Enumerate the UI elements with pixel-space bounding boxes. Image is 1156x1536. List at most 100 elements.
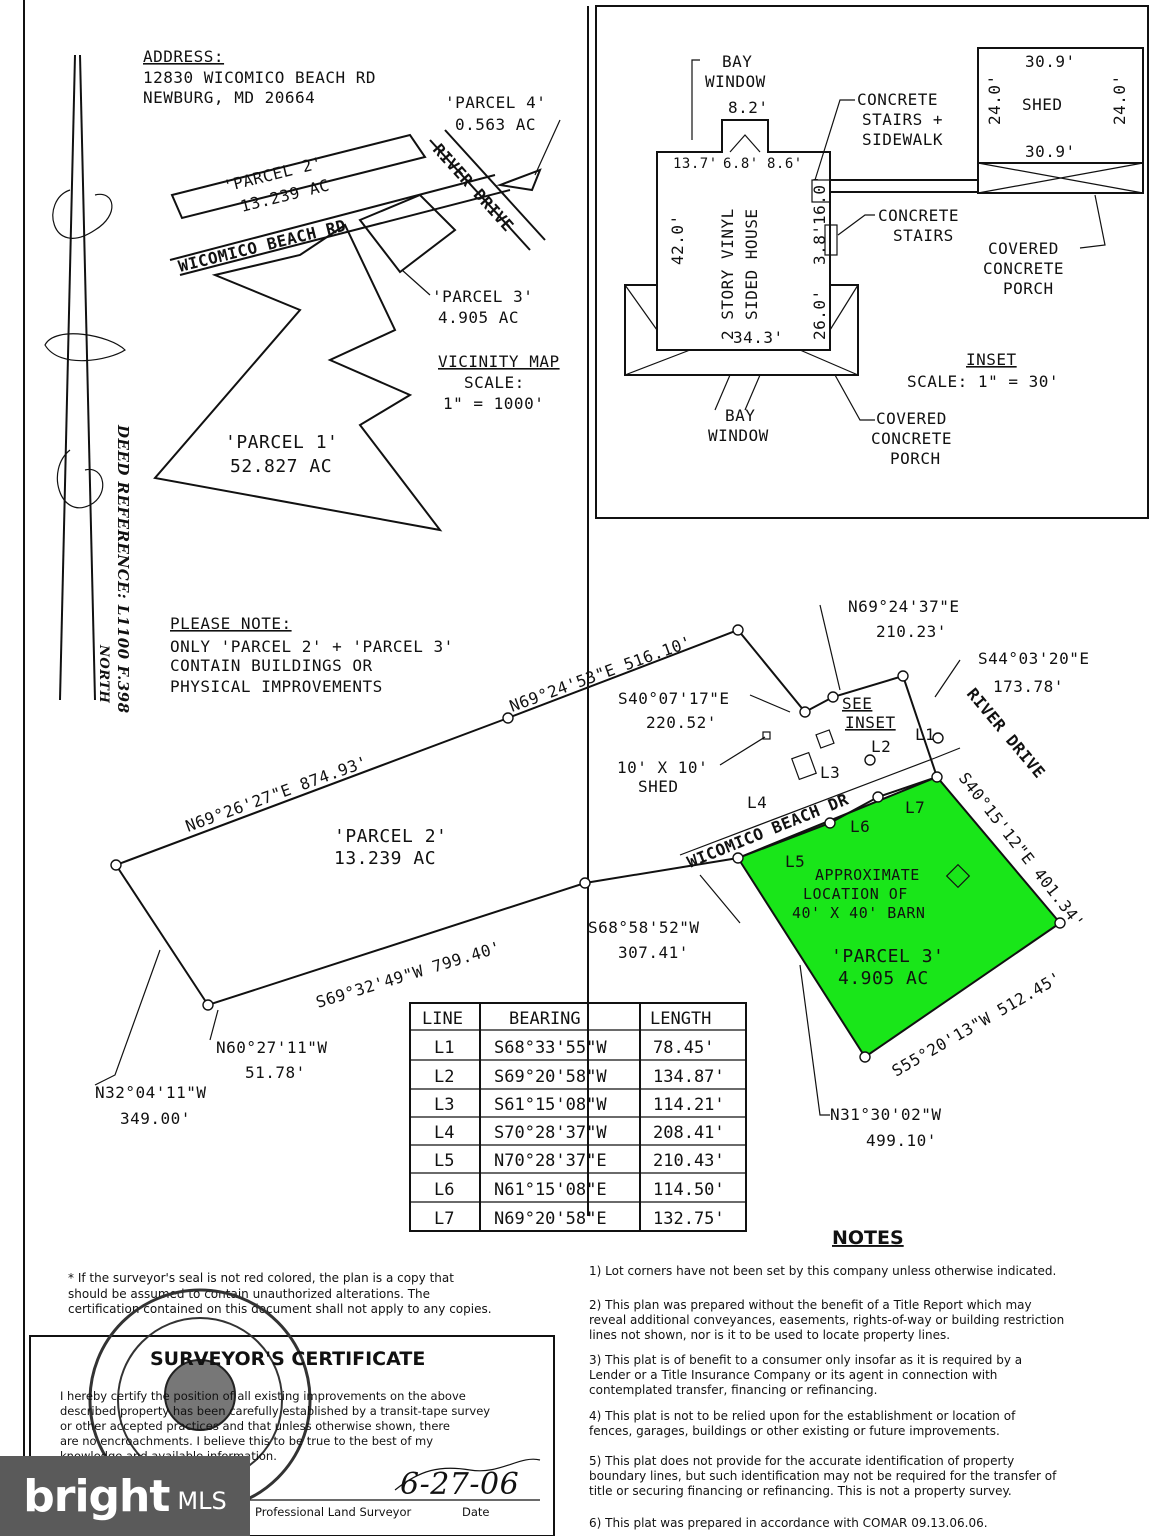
line-tag-l3: L3 [820, 763, 840, 782]
barn-note-2: LOCATION OF [803, 885, 908, 903]
table-row-7: L7 N69°20'58"E 132.75' [434, 1209, 725, 1229]
bearing-b12: N31°30'02"W [830, 1105, 941, 1124]
bearing-b2-length: 173.78' [993, 677, 1064, 696]
inset-concrete-stairs-1: CONCRETE [878, 206, 959, 225]
inset-bay-window-top-1: BAY [722, 52, 752, 71]
table-header-length: LENGTH [650, 1009, 711, 1029]
seal-note-line1: * If the surveyor's seal is not red colo… [68, 1271, 454, 1285]
note-4-line2: fences, garages, buildings or other exis… [589, 1424, 1000, 1438]
table-cell: L5 [434, 1151, 454, 1171]
bearing-b4-length: 220.52' [646, 713, 717, 732]
inset-house-label-2: SIDED HOUSE [742, 209, 761, 320]
bearing-b12-length: 499.10' [866, 1131, 937, 1150]
table-row-3: L3 S61°15'08"W 114.21' [434, 1095, 725, 1115]
address-heading: ADDRESS: [143, 47, 224, 66]
inset-dim-42: 42.0' [668, 214, 687, 265]
address-line2: NEWBURG, MD 20664 [143, 88, 315, 107]
covered-porch [624, 284, 859, 376]
bearing-b10: N32°04'11"W [95, 1083, 206, 1102]
vicinity-parcel3-name: 'PARCEL 3' [432, 287, 533, 306]
table-cell: N69°20'58"E [494, 1209, 607, 1229]
inset-dim-3-8: 3.8' [810, 224, 829, 265]
table-cell: L1 [434, 1038, 454, 1058]
table-row-1: L1 S68°33'55"W 78.45' [434, 1038, 714, 1058]
table-row-6: L6 N61°15'08"E 114.50' [434, 1180, 725, 1200]
vicinity-parcel1-area: 52.827 AC [230, 456, 332, 477]
north-label: NORTH [96, 644, 111, 703]
vicinity-parcel4 [496, 168, 542, 192]
see-inset-2: INSET [845, 713, 896, 732]
note-5-line2: boundary lines, but such identification … [589, 1469, 1057, 1483]
deed-reference: DEED REFERENCE: L1100 F.398 [114, 424, 132, 714]
inset-dim-26: 26.0' [810, 289, 829, 340]
please-note-line1: ONLY 'PARCEL 2' + 'PARCEL 3' [170, 637, 454, 656]
seal-note-line2: should be assumed to contain unauthorize… [68, 1287, 430, 1301]
inset-shed-height-right: 24.0' [1110, 74, 1129, 125]
certificate-line2: described property has been carefully es… [60, 1404, 490, 1418]
inset-stairs-sidewalk-2: STAIRS + [862, 110, 943, 129]
see-inset-1: SEE [842, 694, 872, 713]
inset-dim-13-7: 13.7' [673, 156, 718, 172]
barn-note-1: APPROXIMATE [815, 866, 920, 884]
seal-note-line3: certification contained on this document… [68, 1302, 492, 1316]
table-cell: S69°20'58"W [494, 1067, 607, 1087]
table-header-bearing: BEARING [509, 1009, 581, 1029]
certificate-date-label: Date [462, 1505, 490, 1519]
plat-shed-note-2: SHED [638, 777, 679, 796]
table-cell: L7 [434, 1209, 454, 1229]
inset-dim-8-6: 8.6' [767, 156, 803, 172]
inset-frame [595, 5, 1149, 519]
bright-mls-watermark: bright MLS [0, 1456, 250, 1536]
table-cell: S61°15'08"W [494, 1095, 607, 1115]
table-cell: L2 [434, 1067, 454, 1087]
table-row-5: L5 N70°28'37"E 210.43' [434, 1151, 725, 1171]
table-row-2: L2 S69°20'58"W 134.87' [434, 1067, 725, 1087]
vicinity-parcel3-area: 4.905 AC [438, 308, 519, 327]
inset-covered-porch-right-1: COVERED [988, 239, 1059, 258]
vicinity-scale-label: SCALE: [464, 373, 525, 392]
plat-shed-note-1: 10' X 10' [617, 758, 708, 777]
table-cell: S70°28'37"W [494, 1123, 607, 1143]
shed-porch [977, 162, 1144, 194]
please-note-line2: CONTAIN BUILDINGS OR [170, 656, 373, 675]
bearing-b4: S40°07'17"E [618, 689, 729, 708]
certificate-date-value: 6-27-06 [400, 1467, 519, 1502]
table-cell: 114.21' [653, 1095, 725, 1115]
vicinity-map [153, 119, 561, 532]
vicinity-parcel1-name: 'PARCEL 1' [225, 432, 338, 453]
plat-shed-icon [815, 729, 835, 749]
inset-shed-label: SHED [1022, 95, 1063, 114]
note-2-line2: reveal additional conveyances, easements… [589, 1313, 1064, 1327]
inset-covered-porch-right-2: CONCRETE [983, 259, 1064, 278]
certificate-box [29, 1288, 555, 1536]
note-3-line1: 3) This plat is of benefit to a consumer… [589, 1353, 1022, 1367]
bearing-b1: N69°24'37"E [848, 597, 959, 616]
table-cell: L4 [434, 1123, 454, 1143]
table-cell: 134.87' [653, 1067, 725, 1087]
inset-covered-porch-bottom-2: CONCRETE [871, 429, 952, 448]
certificate-signer: Professional Land Surveyor [255, 1505, 412, 1519]
note-4-line1: 4) This plat is not to be relied upon fo… [589, 1409, 1016, 1423]
inset-stairs-sidewalk-3: SIDEWALK [862, 130, 943, 149]
inset-stairs-sidewalk-1: CONCRETE [857, 90, 938, 109]
inset-house-label-1: 2 STORY VINYL [718, 208, 737, 340]
inset-bay-window-top-2: WINDOW [705, 72, 766, 91]
table-cell: 210.43' [653, 1151, 725, 1171]
watermark-suffix: MLS [177, 1487, 227, 1515]
inset-shed-height-left: 24.0' [985, 74, 1004, 125]
certificate-line3: or other accepted practices and that unl… [60, 1419, 450, 1433]
address-line1: 12830 WICOMICO BEACH RD [143, 68, 376, 87]
inset-bay-window-bottom-1: BAY [725, 406, 755, 425]
corner-markers [110, 624, 1066, 1063]
table-cell: N61°15'08"E [494, 1180, 607, 1200]
line-tag-l6: L6 [850, 817, 870, 836]
table-cell: 114.50' [653, 1180, 725, 1200]
barn-note-3: 40' X 40' BARN [792, 904, 925, 922]
bearing-b7-length: 307.41' [618, 943, 689, 962]
vicinity-title: VICINITY MAP [438, 352, 560, 371]
note-5-line3: title or securing financing or refinanci… [589, 1484, 1012, 1498]
please-note-heading: PLEASE NOTE: [170, 614, 292, 633]
plat-parcel2-name: 'PARCEL 2' [334, 826, 447, 847]
vicinity-parcel4-name: 'PARCEL 4' [445, 93, 546, 112]
barn-icon [945, 863, 971, 889]
